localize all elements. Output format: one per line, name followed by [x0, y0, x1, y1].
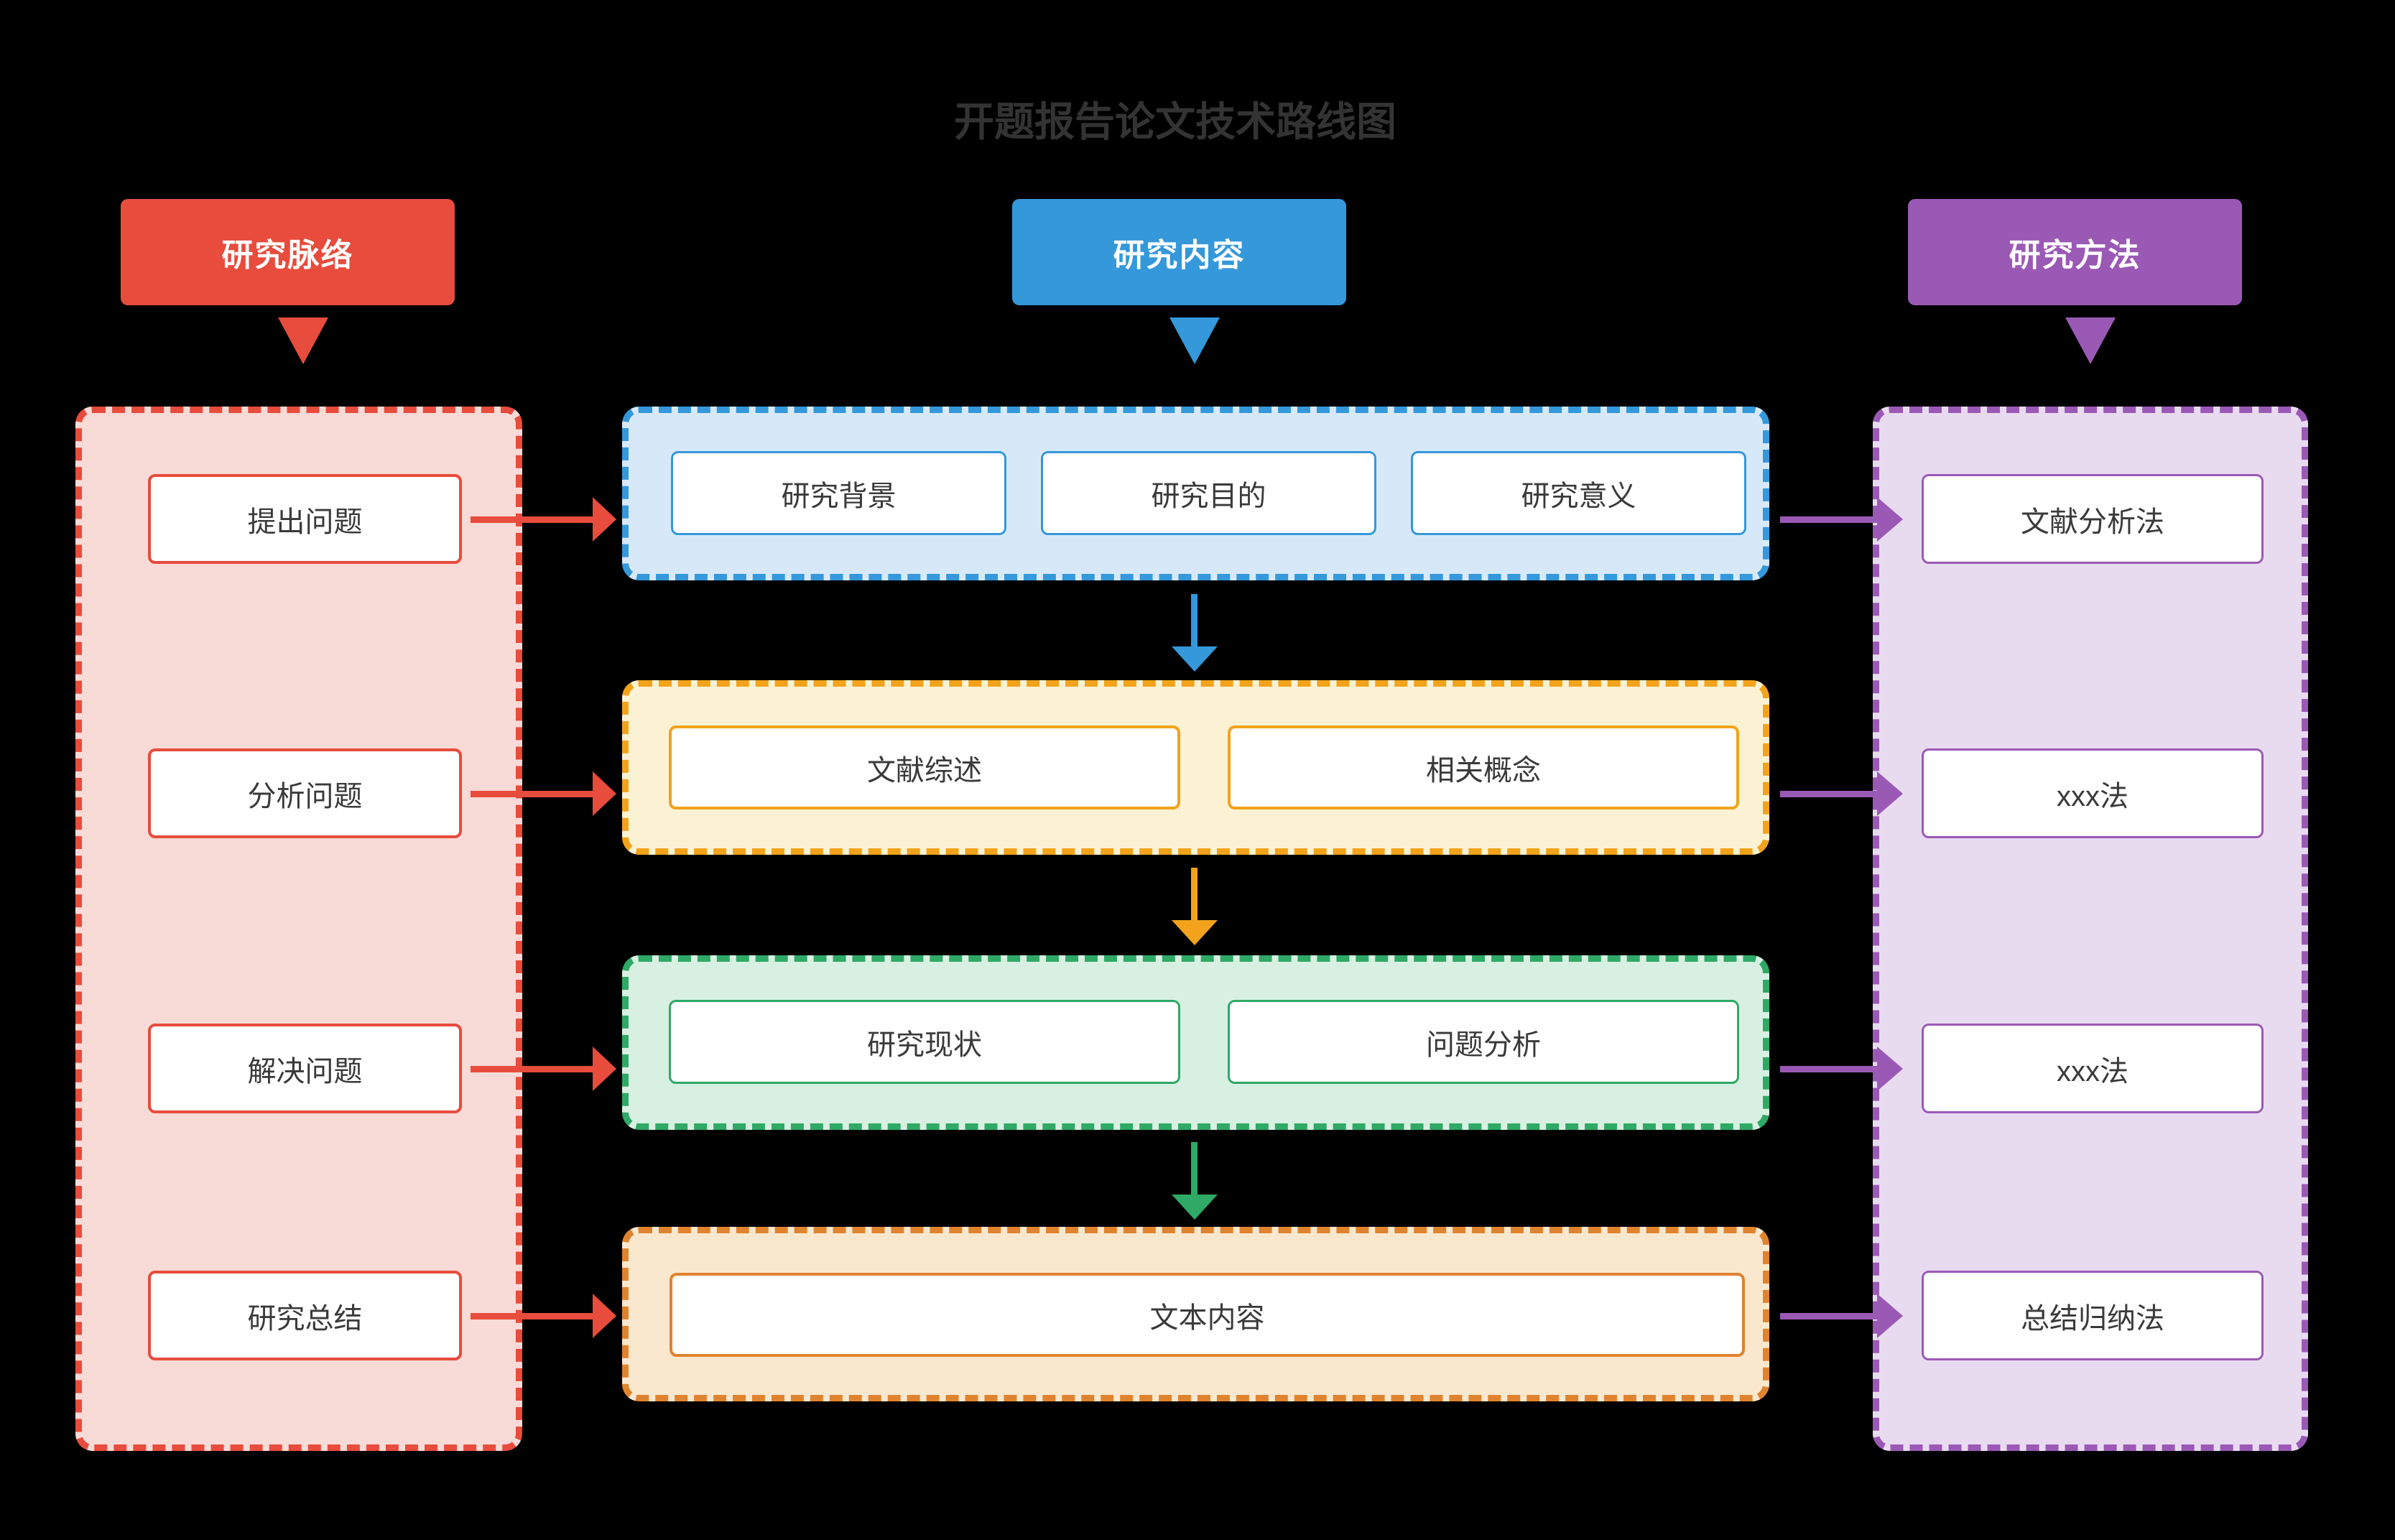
arrow-down-icon	[1172, 646, 1218, 672]
node-problem-analysis: 问题分析	[1228, 1000, 1739, 1084]
arrow-right-icon	[593, 1294, 616, 1338]
node-research-status: 研究现状	[669, 1000, 1180, 1084]
arrow-right-icon	[1877, 771, 1903, 816]
node-research-background: 研究背景	[671, 451, 1006, 535]
arrow-down-icon	[1191, 594, 1198, 648]
arrow-down-icon	[1191, 1142, 1198, 1196]
arrow-right-icon	[1877, 497, 1903, 542]
arrow-right-icon	[593, 771, 616, 816]
node-summary-induction-method: 总结归纳法	[1922, 1271, 2264, 1360]
node-analyze-question: 分析问题	[148, 748, 462, 838]
node-xxx-method-1: xxx法	[1922, 748, 2264, 838]
node-research-significance: 研究意义	[1411, 451, 1746, 535]
arrow-right-icon	[1780, 516, 1877, 523]
node-literature-analysis-method: 文献分析法	[1922, 474, 2264, 564]
arrow-right-icon	[471, 516, 593, 523]
node-related-concepts: 相关概念	[1228, 725, 1739, 810]
arrow-right-icon	[593, 497, 616, 542]
arrow-right-icon	[593, 1047, 616, 1091]
arrow-down-icon	[1172, 1195, 1218, 1220]
arrow-down-icon	[1169, 317, 1220, 364]
diagram-title: 开题报告论文技术路线图	[954, 99, 1396, 144]
node-xxx-method-2: xxx法	[1922, 1024, 2264, 1113]
arrow-right-icon	[471, 1313, 593, 1319]
arrow-down-icon	[2065, 317, 2116, 364]
arrow-down-icon	[1191, 868, 1198, 922]
arrow-down-icon	[1172, 920, 1218, 945]
arrow-right-icon	[471, 791, 593, 797]
arrow-right-icon	[1780, 1313, 1877, 1319]
arrow-right-icon	[1877, 1047, 1903, 1091]
node-solve-question: 解决问题	[148, 1024, 462, 1113]
arrow-right-icon	[1780, 1066, 1877, 1072]
node-raise-question: 提出问题	[148, 474, 462, 564]
arrow-right-icon	[1877, 1294, 1903, 1338]
header-research-content: 研究内容	[1012, 199, 1346, 305]
node-research-summary: 研究总结	[148, 1271, 462, 1360]
node-research-purpose: 研究目的	[1041, 451, 1376, 535]
arrow-right-icon	[1780, 791, 1877, 797]
header-research-method: 研究方法	[1908, 199, 2242, 305]
arrow-right-icon	[471, 1066, 593, 1072]
header-research-context: 研究脉络	[121, 199, 455, 305]
node-literature-review: 文献综述	[669, 725, 1180, 810]
arrow-down-icon	[278, 317, 328, 364]
node-text-content: 文本内容	[670, 1273, 1745, 1357]
